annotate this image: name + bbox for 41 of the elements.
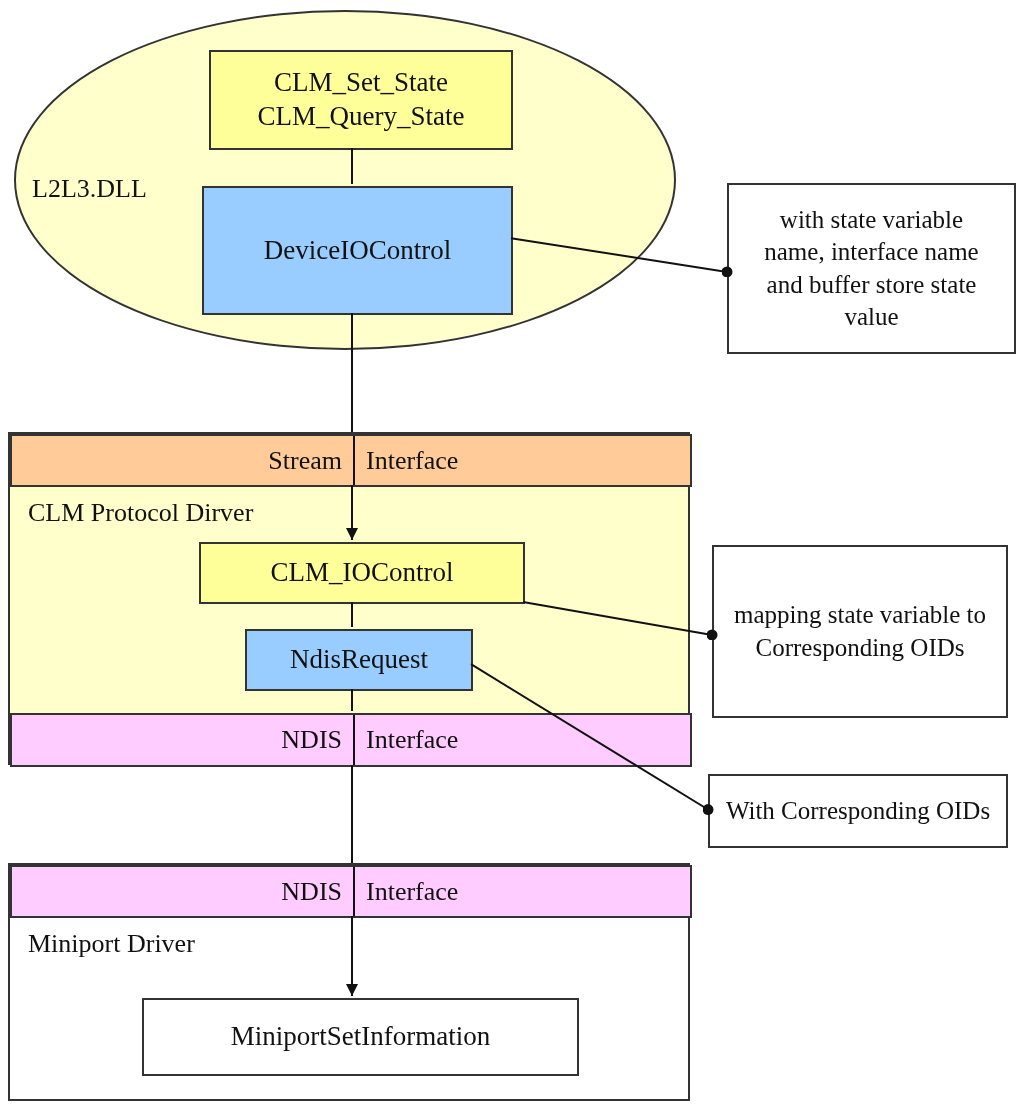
leader-line [510,237,733,278]
arrow [346,915,358,997]
connector-line [351,688,353,712]
note-box [727,183,1016,354]
interface-band [10,434,692,487]
process-box [209,50,513,150]
process-box [245,629,473,691]
box-label: CLM_Query_State [257,100,465,133]
interface-label: NDIS [281,725,342,755]
process-box [199,542,525,604]
interface-label: Stream [268,445,342,476]
note-text: mapping state variable to Corresponding OIDs [733,600,987,663]
interface-label: Interface [366,876,459,907]
interface-band [10,865,692,918]
process-box [142,998,579,1076]
interface-label: Interface [366,445,459,476]
box-label: NdisRequest [290,643,428,677]
box-label: CLM_IOControl [270,556,454,590]
module-label: L2L3.DLL [32,174,147,204]
driver-label: Miniport Driver [28,929,195,959]
note-box [712,545,1008,718]
interface-label: NDIS [281,876,342,907]
box-label: CLM_Set_State [274,66,448,100]
driver-label: CLM Protocol Dirver [28,498,254,528]
interface-band [10,713,692,767]
note-box [708,774,1008,848]
connector-line [351,764,353,864]
connector-line [351,147,353,185]
driver-container [8,863,690,1101]
box-label: MiniportSetInformation [230,1020,491,1054]
box-label: DeviceIOControl [263,233,452,267]
interface-label: Interface [366,725,459,755]
leader-line [470,663,714,815]
connector-line [351,312,353,433]
leader-line [522,601,718,641]
driver-container [8,432,690,765]
note-text: with state variable name, interface name and buffer store state value [763,204,980,332]
process-box [202,186,513,315]
arrow [346,484,358,541]
note-text: With Corresponding OIDs [725,795,991,826]
connector-line [351,601,353,628]
